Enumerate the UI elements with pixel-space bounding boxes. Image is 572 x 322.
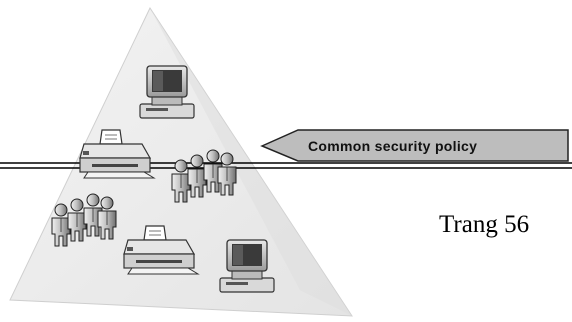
page-number: Trang 56 (439, 211, 530, 238)
callout-label: Common security policy (308, 138, 478, 154)
callout-arrow (260, 129, 569, 162)
computer-icon (139, 65, 195, 119)
computer-icon (219, 239, 275, 293)
